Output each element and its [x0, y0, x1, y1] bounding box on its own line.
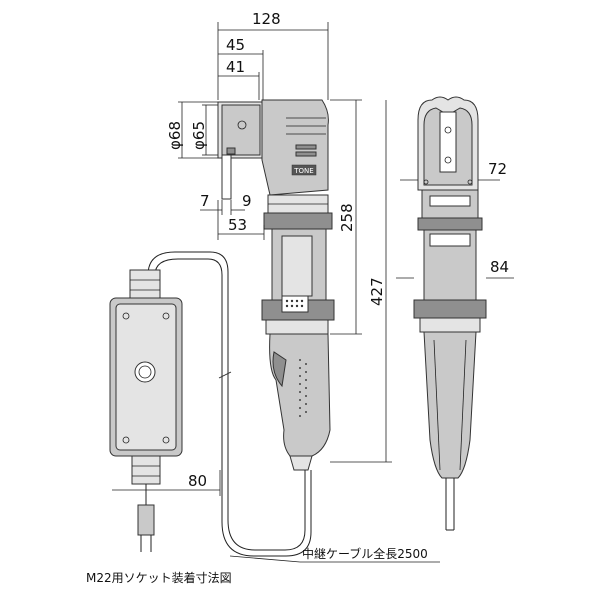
- dim-258: 258: [338, 203, 356, 232]
- cable-length-label: 中継ケーブル全長2500: [302, 546, 428, 561]
- figure-caption: M22用ソケット装着寸法図: [86, 570, 232, 585]
- dim-427: 427: [368, 277, 386, 306]
- dim-80: 80: [188, 472, 207, 490]
- front-view-tool: [413, 96, 487, 531]
- controller-box: [109, 269, 183, 552]
- side-view-tool: TONE: [217, 99, 335, 471]
- dim-phi68: φ68: [166, 121, 184, 150]
- dimension-lines: [112, 22, 514, 563]
- dim-128: 128: [252, 10, 281, 28]
- dim-phi65: φ65: [190, 121, 208, 150]
- dim-53: 53: [228, 216, 247, 234]
- dim-45: 45: [226, 36, 245, 54]
- dim-41: 41: [226, 58, 245, 76]
- dim-9: 9: [242, 192, 252, 210]
- dim-84: 84: [490, 258, 509, 276]
- dim-7: 7: [200, 192, 210, 210]
- relay-cable: [147, 251, 312, 557]
- brand-badge: [291, 164, 317, 176]
- brand-badge-text: TONE: [293, 167, 313, 175]
- dim-72: 72: [488, 160, 507, 178]
